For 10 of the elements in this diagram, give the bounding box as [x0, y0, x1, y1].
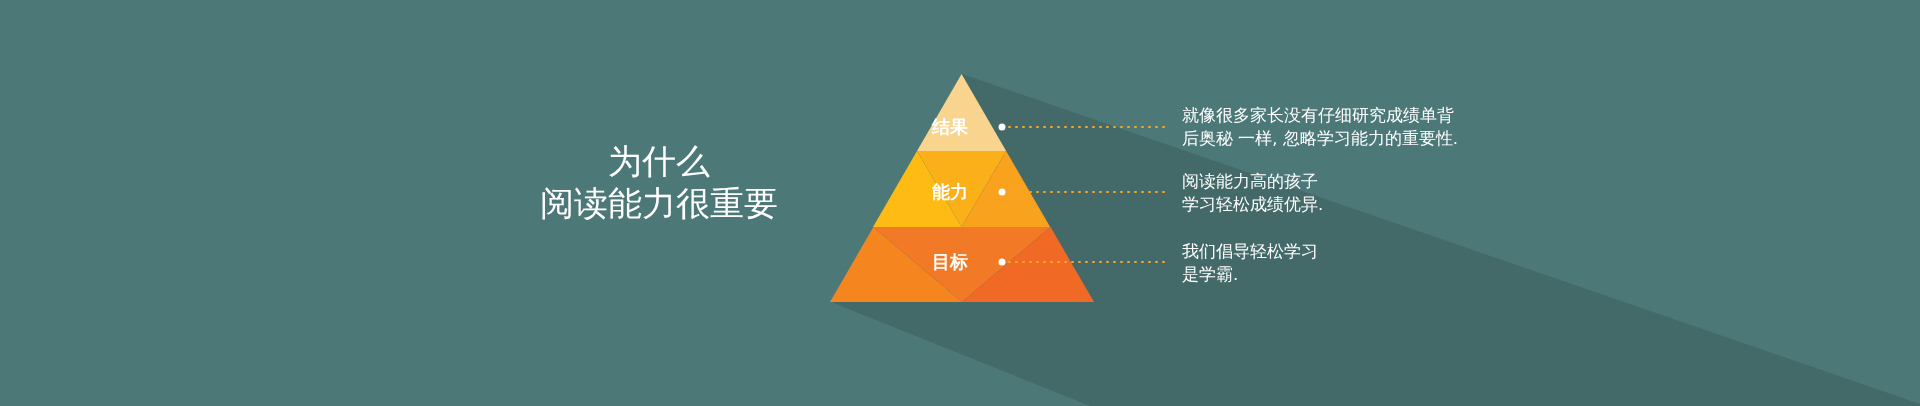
leader-line [998, 188, 1165, 196]
leader-line [998, 123, 1165, 131]
description-text: 我们倡导轻松学习是学霸. [1164, 240, 1324, 286]
description-text: 就像很多家长没有仔细研究成绩单背后奥秘 一样, 忽略学习能力的重要性. [1164, 104, 1464, 150]
tier-label: 结果 [932, 115, 968, 139]
tier-label: 目标 [932, 250, 968, 274]
leader-line [998, 258, 1165, 266]
title: 为什么阅读能力很重要 [540, 140, 778, 224]
tier-label: 能力 [932, 180, 968, 204]
description-text: 阅读能力高的孩子学习轻松成绩优异. [1164, 170, 1324, 216]
